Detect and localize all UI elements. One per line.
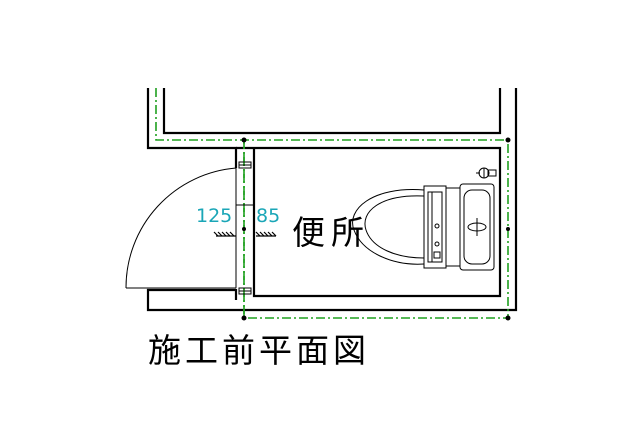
toilet-fixture bbox=[352, 167, 497, 271]
center-lines bbox=[155, 88, 509, 319]
dimension-right: 85 bbox=[256, 205, 280, 227]
door-swing bbox=[125, 161, 252, 295]
grid-points bbox=[241, 137, 511, 321]
drawing-title: 施工前平面図 bbox=[148, 331, 370, 370]
dimension-hatches bbox=[213, 204, 277, 237]
upper-corridor-walls bbox=[146, 88, 518, 312]
dimension-left: 125 bbox=[196, 205, 232, 227]
room-label: 便所 bbox=[292, 213, 370, 252]
